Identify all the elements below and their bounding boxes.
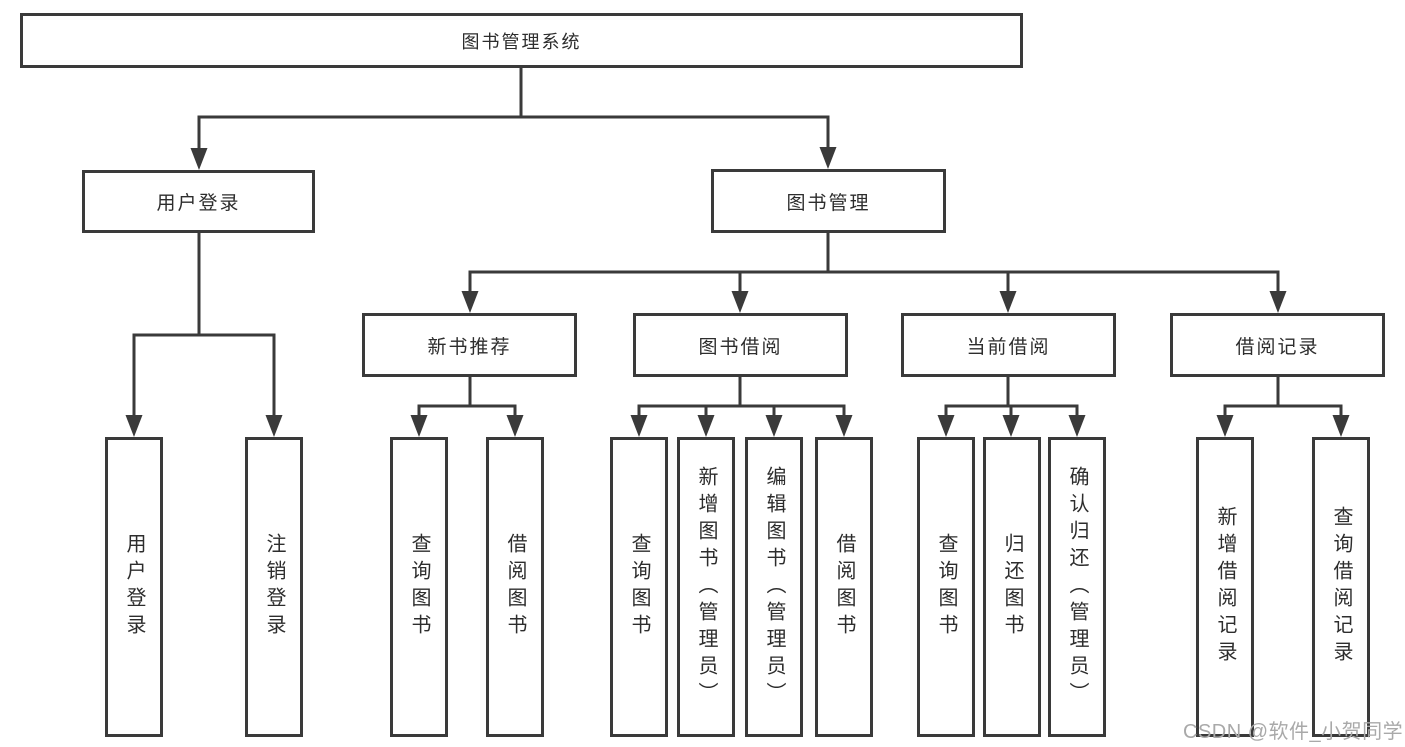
leaf-recommend-query-books: 查询图书: [390, 437, 448, 737]
watermark: CSDN @软件_小贺同学: [1183, 721, 1404, 743]
leaf-records-add-record: 新增借阅记录: [1196, 437, 1254, 737]
node-book-borrow: 图书借阅: [633, 313, 848, 377]
leaf-borrow-query-books: 查询图书: [610, 437, 668, 737]
leaf-login-user-login: 用户登录: [105, 437, 163, 737]
leaf-current-return-books: 归还图书: [983, 437, 1041, 737]
leaf-current-query-books: 查询图书: [917, 437, 975, 737]
leaf-recommend-borrow-books: 借阅图书: [486, 437, 544, 737]
node-new-book-recommend: 新书推荐: [362, 313, 577, 377]
arrowheads: [125, 147, 1350, 437]
leaf-borrow-add-book-admin: 新增图书（管理员）: [677, 437, 735, 737]
leaf-records-query-record: 查询借阅记录: [1312, 437, 1370, 737]
leaf-login-logout: 注销登录: [245, 437, 303, 737]
node-book-management: 图书管理: [711, 169, 946, 233]
leaf-borrow-edit-book-admin: 编辑图书（管理员）: [745, 437, 803, 737]
leaf-borrow-borrow-books: 借阅图书: [815, 437, 873, 737]
node-current-borrow: 当前借阅: [901, 313, 1116, 377]
node-user-login: 用户登录: [82, 170, 315, 233]
leaf-current-confirm-return-admin: 确认归还（管理员）: [1048, 437, 1106, 737]
node-system: 图书管理系统: [20, 13, 1023, 68]
node-borrow-records: 借阅记录: [1170, 313, 1385, 377]
